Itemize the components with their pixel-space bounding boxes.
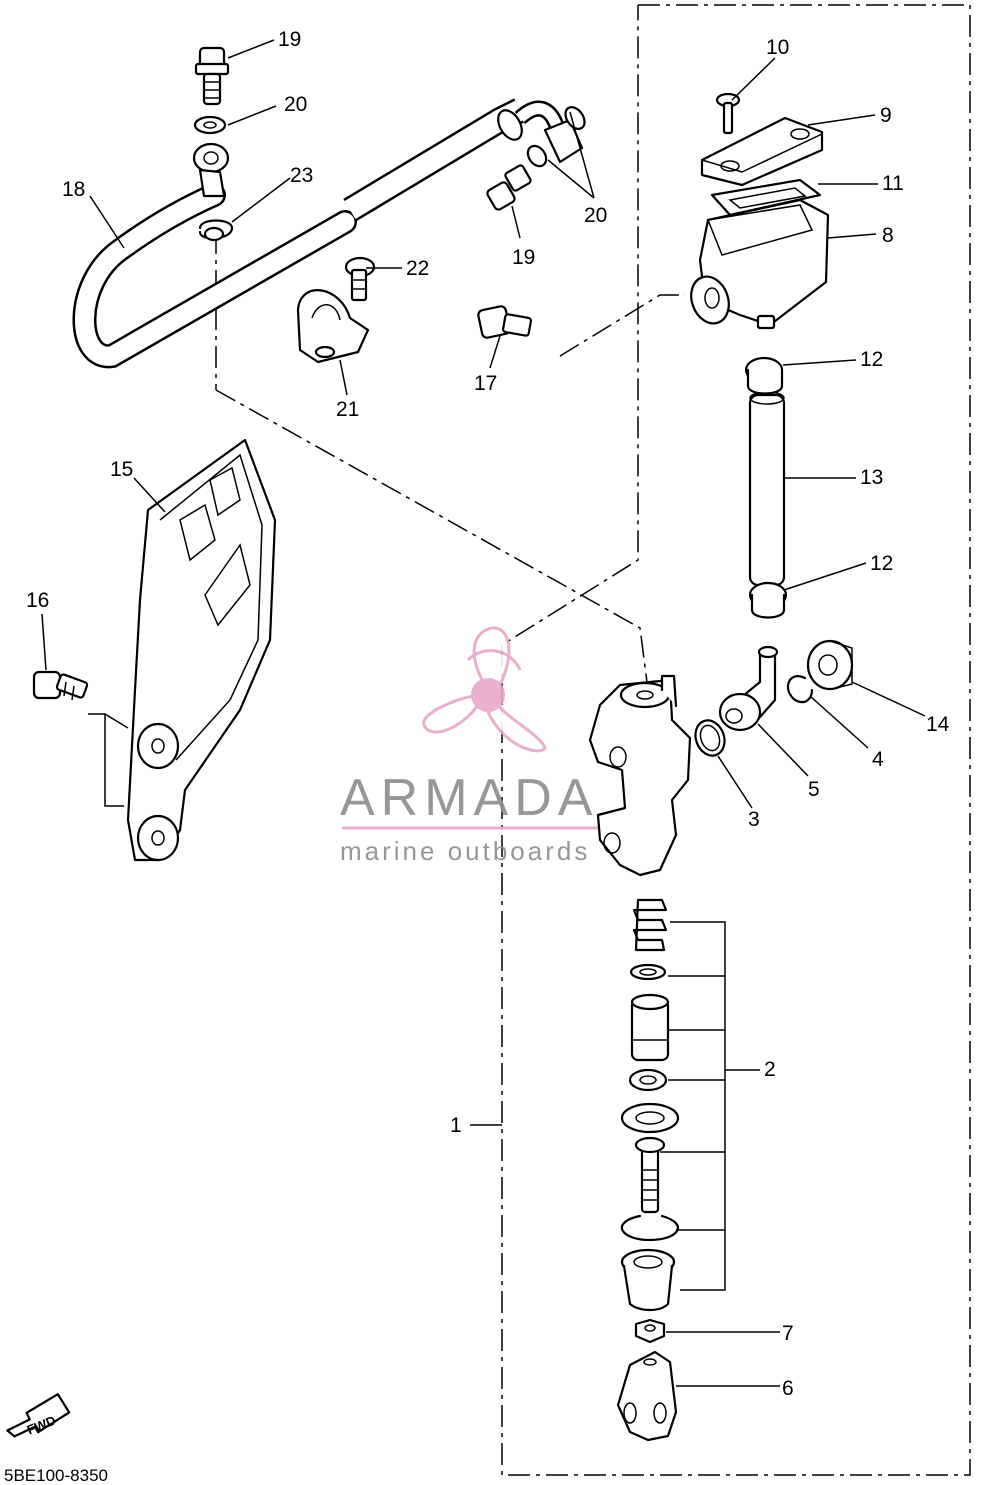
callout-5: 5 — [808, 778, 820, 801]
callout-23: 23 — [290, 164, 313, 187]
snap-ring — [620, 1214, 679, 1242]
callout-19-right: 19 — [512, 246, 535, 269]
callout-numbers: 1 2 3 4 5 6 7 8 9 10 11 12 12 13 14 15 1… — [26, 28, 950, 1400]
clamp-12-top — [744, 356, 784, 395]
callout-6: 6 — [782, 1377, 794, 1400]
callout-14: 14 — [926, 713, 950, 736]
o-ring-3 — [694, 719, 726, 757]
banjo-fitting-left — [192, 142, 230, 198]
banjo-bolt-19-right — [486, 164, 532, 211]
reservoir-8 — [690, 198, 830, 330]
callout-8: 8 — [882, 224, 894, 247]
callout-13: 13 — [860, 466, 883, 489]
gasket-11 — [710, 178, 822, 217]
callout-7: 7 — [782, 1322, 794, 1345]
master-cylinder-body — [588, 674, 692, 877]
piston — [630, 993, 670, 1062]
callout-22: 22 — [406, 257, 429, 280]
washer — [620, 1102, 680, 1134]
callout-21: 21 — [336, 398, 359, 421]
dust-boot — [620, 1248, 676, 1312]
banjo-bolt-19-top — [194, 46, 230, 106]
bolt-bracket-16 — [88, 713, 129, 807]
kit-bracket-2 — [660, 921, 760, 1291]
push-rod — [634, 1136, 666, 1214]
callout-20-top: 20 — [284, 93, 307, 116]
watermark-tagline: marine outboards — [340, 836, 590, 866]
callout-19-top: 19 — [278, 28, 301, 51]
banjo-fitting-right — [526, 106, 586, 168]
hose-13 — [748, 391, 786, 587]
bolt-16 — [32, 670, 89, 701]
watermark-brand: ARMADA — [340, 769, 598, 827]
callout-12-bottom: 12 — [870, 552, 893, 575]
circlip-4 — [786, 675, 814, 704]
armada-logo: ARMADA marine outboards — [340, 626, 640, 866]
clamp-12-bottom — [748, 581, 788, 619]
callout-2: 2 — [764, 1058, 776, 1081]
callout-18: 18 — [62, 178, 85, 201]
callout-11: 11 — [882, 172, 904, 195]
callout-17: 17 — [474, 372, 497, 395]
nut-7 — [634, 1318, 666, 1344]
screw-10 — [715, 92, 741, 135]
callout-9: 9 — [880, 104, 892, 127]
assembly-boundary — [215, 4, 971, 1476]
elbow-joint-5 — [718, 645, 779, 732]
leader-lines — [41, 39, 926, 1387]
clevis-6 — [616, 1350, 678, 1442]
callout-3: 3 — [748, 808, 760, 831]
diagram-reference-code: 5BE100-8350 — [4, 1466, 108, 1485]
piston-cup — [628, 1068, 668, 1092]
callout-15: 15 — [110, 458, 133, 481]
spring-seat — [629, 963, 667, 981]
fwd-arrow: FWD — [6, 1393, 71, 1438]
washer-bracket-20 — [547, 111, 595, 199]
bolt-17 — [477, 305, 532, 339]
bracket-15 — [126, 438, 277, 862]
spring — [632, 898, 668, 952]
hose-clamp-21 — [296, 289, 370, 364]
clip-23 — [198, 219, 234, 242]
callout-4: 4 — [872, 748, 884, 771]
washer-20-top — [193, 115, 227, 135]
callout-12-top: 12 — [860, 348, 883, 371]
screw-22 — [344, 256, 376, 302]
callout-10: 10 — [766, 36, 789, 59]
callout-1: 1 — [450, 1114, 462, 1137]
cap-14 — [806, 639, 854, 691]
callout-20-right: 20 — [584, 204, 607, 227]
callout-16: 16 — [26, 589, 49, 612]
lid-9 — [700, 116, 824, 187]
